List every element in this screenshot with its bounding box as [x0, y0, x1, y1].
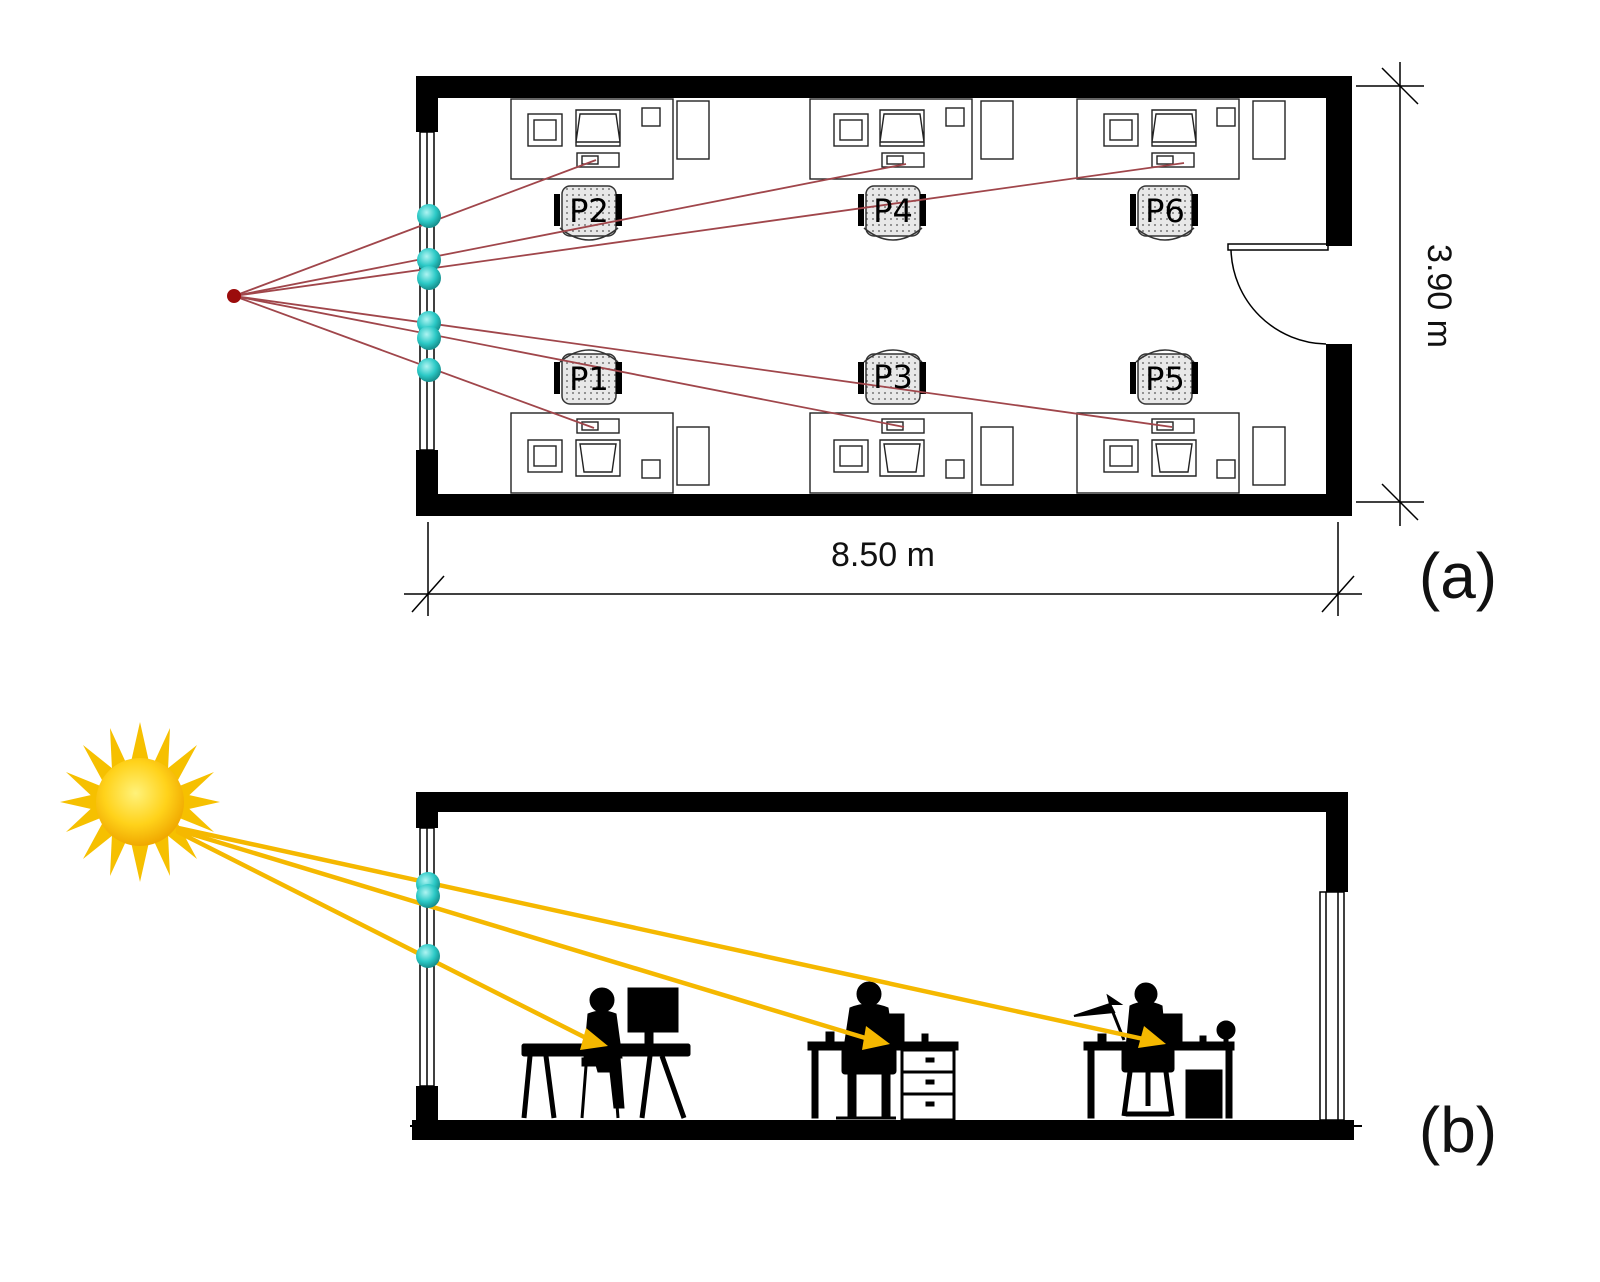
- seat-label-p3: P3: [873, 358, 913, 396]
- dimension-depth: [1356, 62, 1424, 526]
- chair-p6: [1130, 185, 1198, 241]
- plan-sight-lines: [233, 159, 1185, 429]
- desk-top-middle: [809, 98, 1014, 180]
- section-door-opening: [1319, 891, 1345, 1121]
- plan-window-markers: [417, 204, 441, 382]
- panel-label-b: (b): [1419, 1094, 1497, 1166]
- workstation-silhouette-3: [1073, 982, 1236, 1119]
- desk-bottom-middle: [809, 412, 1014, 494]
- viewpoint-marker: [227, 289, 241, 303]
- seat-label-p4: P4: [873, 192, 913, 230]
- chair-p5: [1130, 349, 1198, 405]
- depth-dimension-label: 3.90 m: [1420, 244, 1458, 348]
- width-dimension-label: 8.50 m: [831, 536, 935, 574]
- chair-p3: [858, 349, 926, 405]
- seat-label-p2: P2: [569, 192, 609, 230]
- plan-window: [419, 131, 435, 451]
- desk-top-left: [510, 98, 710, 180]
- dimension-width: [404, 522, 1362, 616]
- desk-bottom-right: [1076, 412, 1286, 494]
- plan-walls: [416, 76, 1352, 516]
- workstation-silhouette-1: [521, 987, 691, 1119]
- seat-label-p6: P6: [1145, 192, 1185, 230]
- desk-bottom-left: [510, 412, 710, 494]
- seat-label-p5: P5: [1145, 360, 1185, 398]
- section-window-markers: [416, 872, 440, 968]
- section-view: (b): [60, 722, 1497, 1166]
- plan-view: P2 P4 P6 P1 P3 P5 8.50 m 3.90 m (a): [227, 62, 1497, 616]
- sun-icon: [60, 722, 220, 882]
- chair-p1: [554, 349, 622, 405]
- sun-rays: [175, 825, 1151, 1043]
- panel-label-a: (a): [1419, 540, 1497, 612]
- sun-ray-arrowheads: [580, 1026, 1166, 1050]
- desk-top-right: [1076, 98, 1286, 180]
- plan-door: [1227, 243, 1329, 345]
- seat-label-p1: P1: [569, 360, 609, 398]
- workstation-silhouette-2: [807, 981, 959, 1122]
- chair-p4: [858, 185, 926, 241]
